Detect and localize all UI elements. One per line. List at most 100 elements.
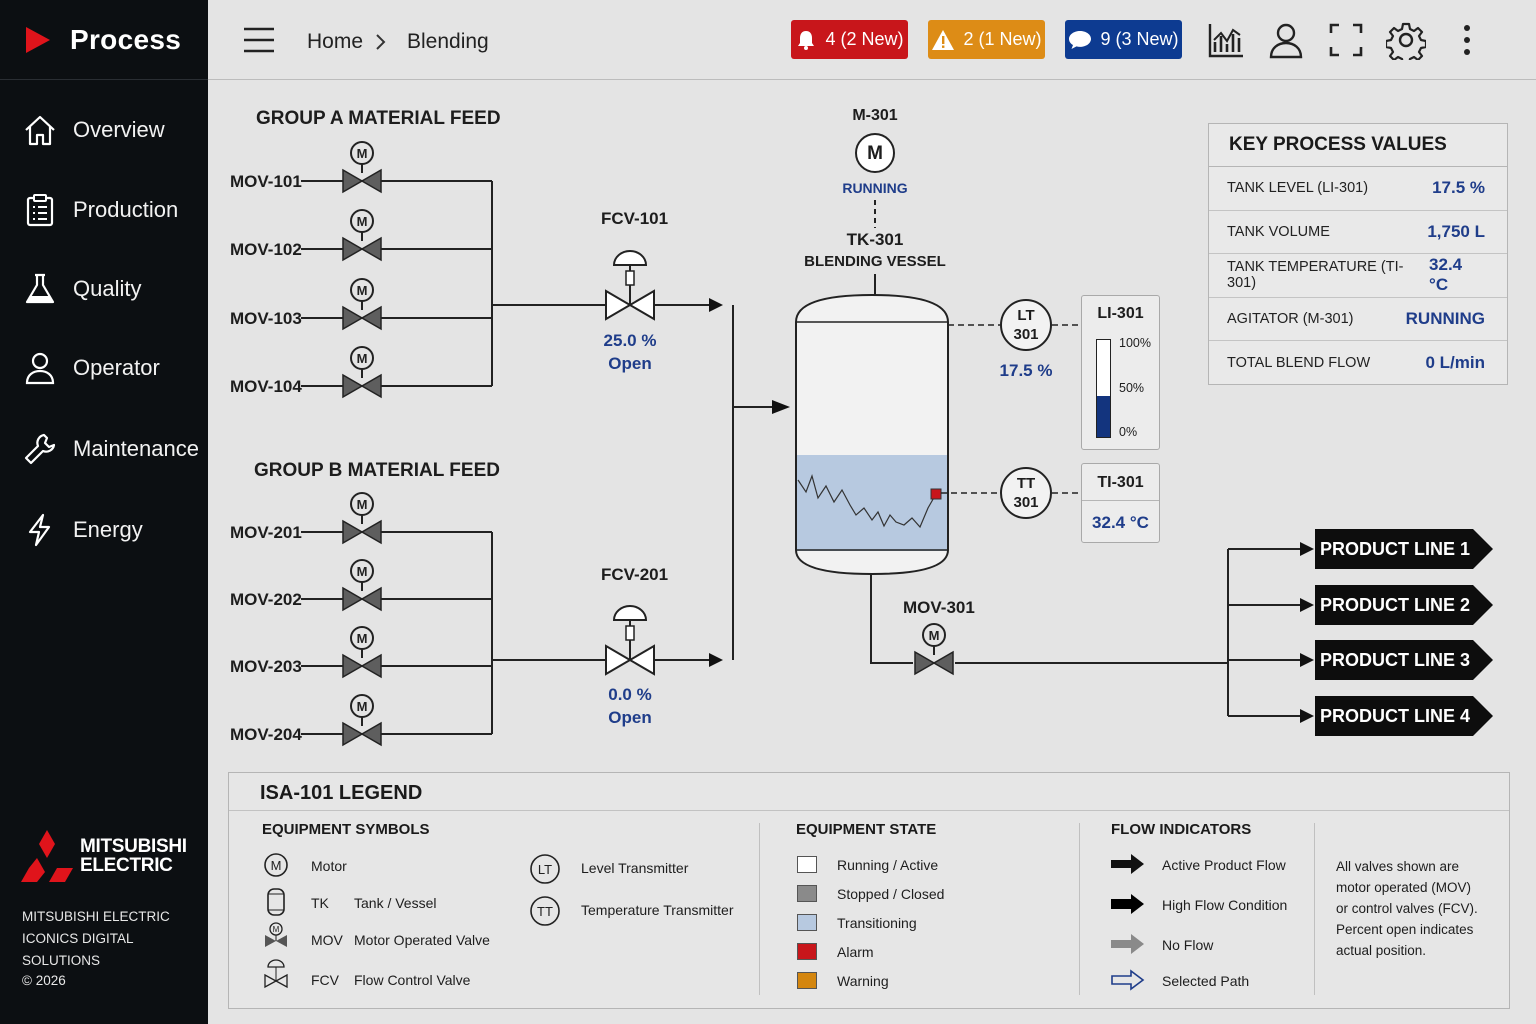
- valve-fcv-201[interactable]: [605, 605, 655, 675]
- valve-mov-202[interactable]: [342, 559, 382, 611]
- svg-text:LT: LT: [538, 862, 552, 877]
- mov-symbol-icon: M: [265, 922, 287, 947]
- sidebar-item-energy[interactable]: Energy: [0, 500, 208, 560]
- warnings-button[interactable]: 2 (1 New): [928, 20, 1045, 59]
- legend-title: ISA-101 LEGEND: [229, 773, 1509, 811]
- product-line-4-button[interactable]: PRODUCT LINE 4: [1315, 696, 1493, 736]
- product-line-2-button[interactable]: PRODUCT LINE 2: [1315, 585, 1493, 625]
- gear-icon[interactable]: [1386, 20, 1426, 60]
- product-line-label: PRODUCT LINE 4: [1319, 706, 1470, 726]
- flow-arrow: [709, 653, 723, 667]
- mov-301-tag: MOV-301: [903, 598, 975, 617]
- hamburger-menu-icon[interactable]: [242, 22, 276, 58]
- bell-icon: [798, 30, 815, 50]
- more-vertical-icon[interactable]: [1448, 20, 1488, 60]
- fcv-201-state: Open: [608, 708, 652, 727]
- motor-symbol-icon: M: [264, 853, 288, 877]
- li-scale-50: 50%: [1119, 381, 1145, 395]
- valve-mov-104[interactable]: [342, 346, 382, 398]
- kpv-value: 17.5 %: [1432, 178, 1485, 198]
- alarms-count: 4 (2 New): [825, 29, 904, 49]
- sidebar: Process Overview Production Quality Oper…: [0, 0, 208, 1024]
- legend-note-line: All valves shown are: [1336, 859, 1460, 874]
- temperature-indicator-ti-301[interactable]: TI-301 32.4 °C: [1081, 463, 1160, 543]
- top-bar: Home Blending 4 (2 New) 2 (1 New) 9 (3 N…: [208, 0, 1536, 80]
- valve-mov-101[interactable]: [342, 141, 382, 193]
- legend-mov-abbr: MOV: [311, 932, 343, 948]
- kpv-value: RUNNING: [1405, 308, 1485, 328]
- breadcrumb-home[interactable]: Home: [307, 30, 364, 53]
- legend-lt-label: Level Transmitter: [581, 860, 689, 876]
- sidebar-item-maintenance[interactable]: Maintenance: [0, 419, 208, 479]
- product-line-3-button[interactable]: PRODUCT LINE 3: [1315, 640, 1493, 680]
- svg-text:M: M: [273, 925, 280, 934]
- state-swatch-running: [797, 856, 817, 873]
- play-logo-icon: [26, 26, 50, 53]
- valve-fcv-101[interactable]: [605, 250, 655, 320]
- breadcrumb-current: Blending: [407, 30, 489, 53]
- valve-mov-103[interactable]: [342, 278, 382, 330]
- legend-note-line: Percent open indicates: [1336, 922, 1474, 937]
- svg-text:TT: TT: [537, 904, 553, 919]
- temperature-transmitter-tt-301[interactable]: [1000, 467, 1052, 519]
- group-b-title: GROUP B MATERIAL FEED: [254, 460, 500, 481]
- legend-note: All valves shown are motor operated (MOV…: [1336, 856, 1478, 961]
- chat-icon: [1069, 30, 1092, 49]
- tank-tk-301[interactable]: [795, 293, 949, 576]
- messages-button[interactable]: 9 (3 New): [1065, 20, 1182, 59]
- product-line-1-button[interactable]: PRODUCT LINE 1: [1315, 529, 1493, 569]
- legend-motor-label: Motor: [311, 858, 347, 874]
- warnings-count: 2 (1 New): [963, 29, 1042, 49]
- kpv-value: 0 L/min: [1425, 352, 1485, 372]
- clipboard-icon: [26, 194, 54, 227]
- legend-fcv-abbr: FCV: [311, 972, 339, 988]
- level-transmitter-lt-301[interactable]: [1000, 299, 1052, 351]
- sidebar-item-production[interactable]: Production: [0, 180, 208, 240]
- motor-tag: M-301: [852, 107, 898, 124]
- kpv-key: AGITATOR (M-301): [1227, 310, 1354, 327]
- state-label-alarm: Alarm: [837, 944, 874, 960]
- fcv-201-value: 0.0 %: [608, 685, 652, 704]
- sidebar-item-overview[interactable]: Overview: [0, 100, 208, 160]
- fullscreen-icon[interactable]: [1326, 20, 1366, 60]
- valve-mov-203[interactable]: [342, 626, 382, 678]
- flow-arrow: [709, 298, 723, 312]
- alarms-button[interactable]: 4 (2 New): [791, 20, 908, 59]
- valve-mov-204[interactable]: [342, 694, 382, 746]
- kpv-key: TANK TEMPERATURE (TI-301): [1227, 259, 1404, 292]
- logo-wordmark: MITSUBISHI ELECTRIC: [80, 837, 187, 875]
- level-bar: [1096, 339, 1111, 438]
- user-profile-icon[interactable]: [1266, 20, 1306, 60]
- high-flow-arrow-icon: [1111, 894, 1144, 914]
- group-a-title: GROUP A MATERIAL FEED: [256, 108, 501, 129]
- svg-text:M: M: [271, 858, 282, 873]
- legend-tt-label: Temperature Transmitter: [581, 902, 734, 918]
- trend-chart-icon[interactable]: [1206, 20, 1246, 60]
- fcv-101-state: Open: [608, 354, 652, 373]
- sidebar-item-quality[interactable]: Quality: [0, 259, 208, 319]
- motor-m-301[interactable]: [855, 133, 895, 173]
- li-scale-100: 100%: [1119, 336, 1151, 350]
- product-line-label: PRODUCT LINE 1: [1319, 539, 1470, 559]
- valve-mov-301[interactable]: [914, 623, 954, 675]
- kpv-title: KEY PROCESS VALUES: [1209, 124, 1507, 167]
- product-line-label: PRODUCT LINE 3: [1319, 650, 1470, 670]
- flow-label-selected: Selected Path: [1162, 973, 1250, 989]
- tank-tag: TK-301: [846, 230, 904, 249]
- messages-count: 9 (3 New): [1100, 29, 1179, 49]
- legend-tank-label: Tank / Vessel: [354, 895, 437, 911]
- kpv-value: 32.4 °C: [1429, 255, 1463, 295]
- sidebar-item-operator[interactable]: Operator: [0, 338, 208, 398]
- level-indicator-li-301[interactable]: LI-301 100% 50% 0%: [1081, 295, 1160, 450]
- fcv-101-tag: FCV-101: [601, 209, 669, 228]
- alarm-indicator[interactable]: [930, 488, 942, 500]
- legend-mov-label: Motor Operated Valve: [354, 932, 490, 948]
- selected-path-arrow-icon: [1111, 969, 1145, 991]
- valve-mov-102[interactable]: [342, 209, 382, 261]
- valve-mov-201[interactable]: [342, 492, 382, 544]
- li-scale-0: 0%: [1119, 425, 1138, 439]
- flow-arrow: [772, 400, 790, 414]
- mov-103-label: MOV-103: [230, 309, 302, 328]
- mov-104-label: MOV-104: [230, 377, 302, 396]
